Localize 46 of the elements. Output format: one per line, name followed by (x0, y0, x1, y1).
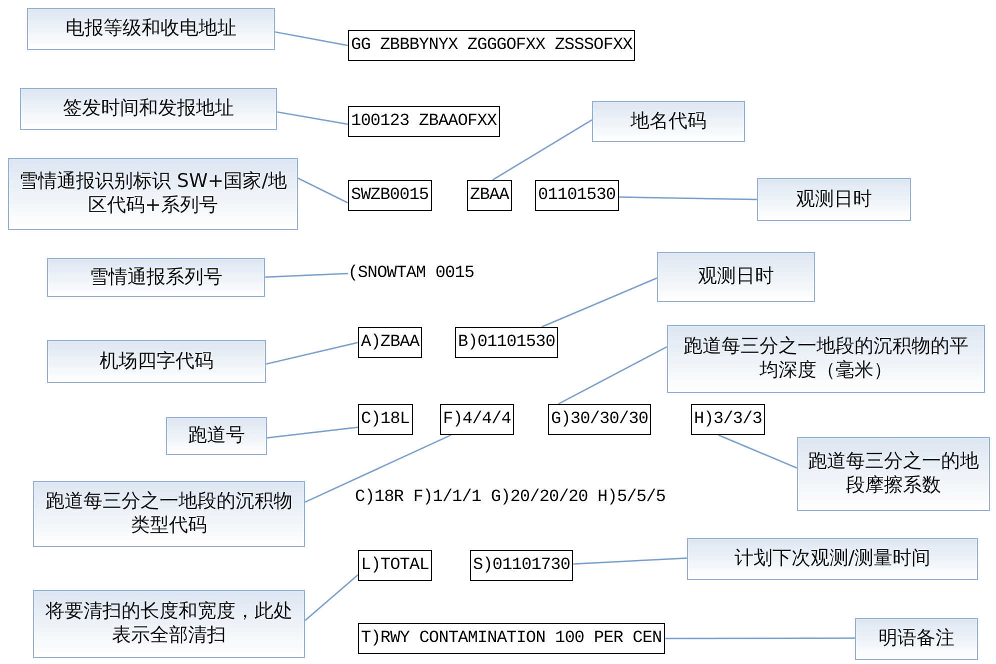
leader-line (304, 434, 452, 503)
leader-line (304, 574, 358, 622)
callout-box: 将要清扫的长度和宽度，此处表示全部清扫 (33, 590, 305, 658)
message-field: B)01101530 (455, 327, 558, 358)
leader-line (298, 177, 348, 204)
callout-box: 雪情通报系列号 (47, 258, 265, 297)
callout-box: 跑道每三分之一的地段摩擦系数 (797, 437, 990, 511)
callout-box: 跑道每三分之一地段的沉积物类型代码 (33, 481, 305, 547)
message-field: GG ZBBBYNYX ZGGGOFXX ZSSSOFXX (348, 30, 636, 61)
message-field: T)RWY CONTAMINATION 100 PER CEN (358, 623, 665, 654)
message-field: G)30/30/30 (548, 404, 652, 435)
callout-box: 跑道号 (166, 417, 267, 455)
callout-box: 计划下次观测/测量时间 (687, 538, 978, 580)
message-text: (SNOWTAM 0015 (348, 262, 474, 285)
callout-box: 观测日时 (757, 178, 911, 221)
leader-line (266, 342, 358, 365)
message-field: C)18L (358, 404, 413, 435)
leader-line (573, 557, 688, 565)
leader-line (558, 346, 668, 405)
callout-box: 电报等级和收电地址 (27, 8, 275, 50)
leader-line (266, 426, 358, 439)
message-field: ZBAA (467, 180, 512, 211)
message-field: L)TOTAL (358, 550, 432, 581)
callout-box: 签发时间和发报地址 (20, 88, 277, 130)
callout-box: 机场四字代码 (47, 340, 266, 383)
callout-box: 地名代码 (592, 101, 745, 142)
leader-line (274, 31, 348, 46)
leader-line (618, 196, 758, 200)
callout-box: 观测日时 (657, 252, 815, 302)
leader-line (541, 277, 658, 328)
message-field: H)3/3/3 (691, 404, 765, 435)
message-field: 100123 ZBAAOFXX (348, 106, 500, 137)
leader-line (264, 272, 348, 278)
message-line: C)18R F)1/1/1 G)20/20/20 H)5/5/5 (355, 487, 666, 509)
message-field: SWZB0015 (348, 180, 432, 211)
leader-line (664, 637, 855, 640)
leader-line (276, 111, 348, 126)
message-field: A)ZBAA (358, 327, 422, 358)
message-field: S)01101730 (470, 550, 574, 581)
leader-line (718, 434, 798, 469)
message-field: F)4/4/4 (440, 404, 514, 435)
message-field: 01101530 (535, 180, 619, 211)
leader-line (492, 119, 592, 181)
callout-box: 跑道每三分之一地段的沉积物的平均深度（毫米） (667, 325, 985, 393)
callout-box: 明语备注 (855, 618, 978, 660)
callout-box: 雪情通报识别标识 SW+国家/地区代码+系列号 (8, 158, 298, 230)
